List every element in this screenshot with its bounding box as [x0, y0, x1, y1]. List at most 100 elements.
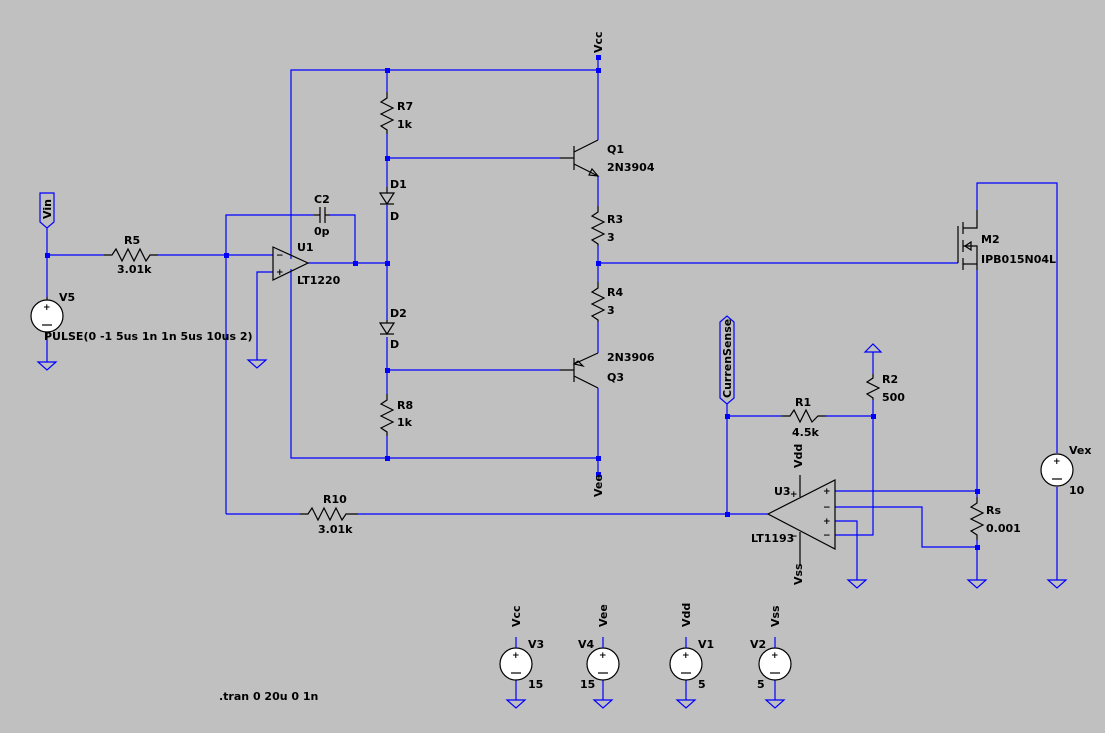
d2-value: D	[390, 338, 399, 351]
resistor-r7: R7 1k	[379, 92, 413, 134]
r4-value: 3	[607, 304, 615, 317]
ground-symbol	[505, 699, 527, 709]
u1-plus-pin: +	[276, 268, 284, 278]
v3-net: Vcc	[510, 605, 523, 627]
u3-pin-plus-b: +	[823, 517, 831, 527]
vex-value: 10	[1069, 484, 1085, 497]
net-label-vcc: Vcc	[592, 31, 605, 53]
opamp-u1: − + U1 LT1220	[272, 241, 341, 287]
source-v2: + Vss V2 5	[750, 605, 792, 691]
r7-value: 1k	[397, 118, 413, 131]
v3-value: 15	[528, 678, 543, 691]
junction-dot	[353, 261, 358, 266]
v4-value: 15	[580, 678, 595, 691]
resistor-rs: Rs 0.001	[969, 497, 1021, 540]
junction-dot	[596, 261, 601, 266]
resistor-r4: R4 3	[590, 282, 623, 322]
vex-ref: Vex	[1069, 444, 1091, 457]
v2-ref: V2	[750, 638, 766, 651]
u1-ref: U1	[297, 241, 314, 254]
ground-symbol	[1046, 579, 1068, 589]
u3-pin-plus-a: +	[823, 487, 831, 497]
v2-net: Vss	[769, 605, 782, 627]
transistor-q3: 2N3906 Q3	[560, 351, 655, 389]
resistor-r5: R5 3.01k	[104, 234, 158, 276]
r2-ref: R2	[882, 373, 898, 386]
junction-dot	[975, 545, 980, 550]
v5-value: PULSE(0 -1 5us 1n 1n 5us 10us 2)	[44, 330, 253, 343]
supply-arrow	[863, 343, 883, 353]
d1-value: D	[390, 210, 399, 223]
resistor-r1: R1 4.5k	[782, 396, 826, 439]
net-flag-current-sense-text: CurrenSense	[721, 319, 734, 398]
ground-symbol	[246, 359, 268, 369]
capacitor-c2: C2 0p	[314, 193, 330, 238]
junction-dots	[45, 55, 980, 550]
m2-ref: M2	[981, 233, 1000, 246]
r3-ref: R3	[607, 213, 623, 226]
v1-value: 5	[698, 678, 706, 691]
source-v4: + Vee V4 15	[578, 604, 620, 691]
v4-net: Vee	[597, 604, 610, 627]
junction-dot	[45, 253, 50, 258]
net-flag-vin: Vin	[39, 192, 55, 229]
svg-text:+: +	[43, 303, 51, 313]
u3-pin-supply-plus: +	[790, 490, 798, 500]
junction-dot	[596, 472, 601, 477]
net-label-vdd: Vdd	[792, 444, 805, 468]
junction-dot	[224, 253, 229, 258]
d1-ref: D1	[390, 178, 407, 191]
junction-dot	[385, 368, 390, 373]
junction-dot	[385, 261, 390, 266]
c2-ref: C2	[314, 193, 330, 206]
source-v5: + V5 PULSE(0 -1 5us 1n 1n 5us 10us 2)	[30, 291, 253, 343]
u3-pin-minus-a: −	[823, 503, 831, 513]
r7-ref: R7	[397, 100, 413, 113]
wires	[46, 57, 1058, 700]
svg-text:+: +	[771, 651, 779, 661]
junction-dot	[385, 456, 390, 461]
source-v3: + Vcc V3 15	[499, 605, 544, 691]
r4-ref: R4	[607, 286, 623, 299]
q1-ref: Q1	[607, 143, 624, 156]
v1-net: Vdd	[680, 603, 693, 627]
svg-text:+: +	[599, 651, 607, 661]
transistor-q1: Q1 2N3904	[560, 139, 655, 177]
svg-text:+: +	[682, 651, 690, 661]
net-label-vee: Vee	[592, 474, 605, 497]
junction-dot	[596, 68, 601, 73]
r5-value: 3.01k	[117, 263, 152, 276]
junction-dot	[596, 55, 601, 60]
u1-value: LT1220	[297, 274, 341, 287]
c2-value: 0p	[314, 225, 330, 238]
v3-ref: V3	[528, 638, 544, 651]
diode-d1: D1 D	[378, 178, 407, 223]
junction-dot	[871, 414, 876, 419]
svg-text:+: +	[512, 651, 520, 661]
junction-dot	[725, 512, 730, 517]
resistor-r2: R2 500	[865, 373, 905, 404]
u3-pin-supply-minus: −	[790, 532, 798, 542]
d2-ref: D2	[390, 307, 407, 320]
r8-value: 1k	[397, 416, 413, 429]
v4-ref: V4	[578, 638, 595, 651]
spice-directive: .tran 0 20u 0 1n	[219, 690, 318, 703]
source-vex: + Vex 10	[1040, 444, 1091, 497]
resistor-r3: R3 3	[590, 206, 623, 246]
q1-value: 2N3904	[607, 161, 655, 174]
resistor-r8: R8 1k	[379, 394, 413, 436]
u3-ref: U3	[774, 485, 791, 498]
r10-value: 3.01k	[318, 523, 353, 536]
diode-d2: D2 D	[378, 307, 407, 351]
q3-ref: Q3	[607, 371, 624, 384]
net-flag-current-sense: CurrenSense	[719, 315, 735, 405]
net-flag-vin-text: Vin	[41, 199, 54, 219]
v5-ref: V5	[59, 291, 75, 304]
mosfet-m2: M2 IPB015N04L	[957, 210, 1056, 270]
junction-dot	[596, 456, 601, 461]
r2-value: 500	[882, 391, 905, 404]
junction-dot	[385, 68, 390, 73]
net-label-vss: Vss	[792, 563, 805, 585]
u1-minus-pin: −	[276, 251, 284, 261]
v2-value: 5	[757, 678, 765, 691]
